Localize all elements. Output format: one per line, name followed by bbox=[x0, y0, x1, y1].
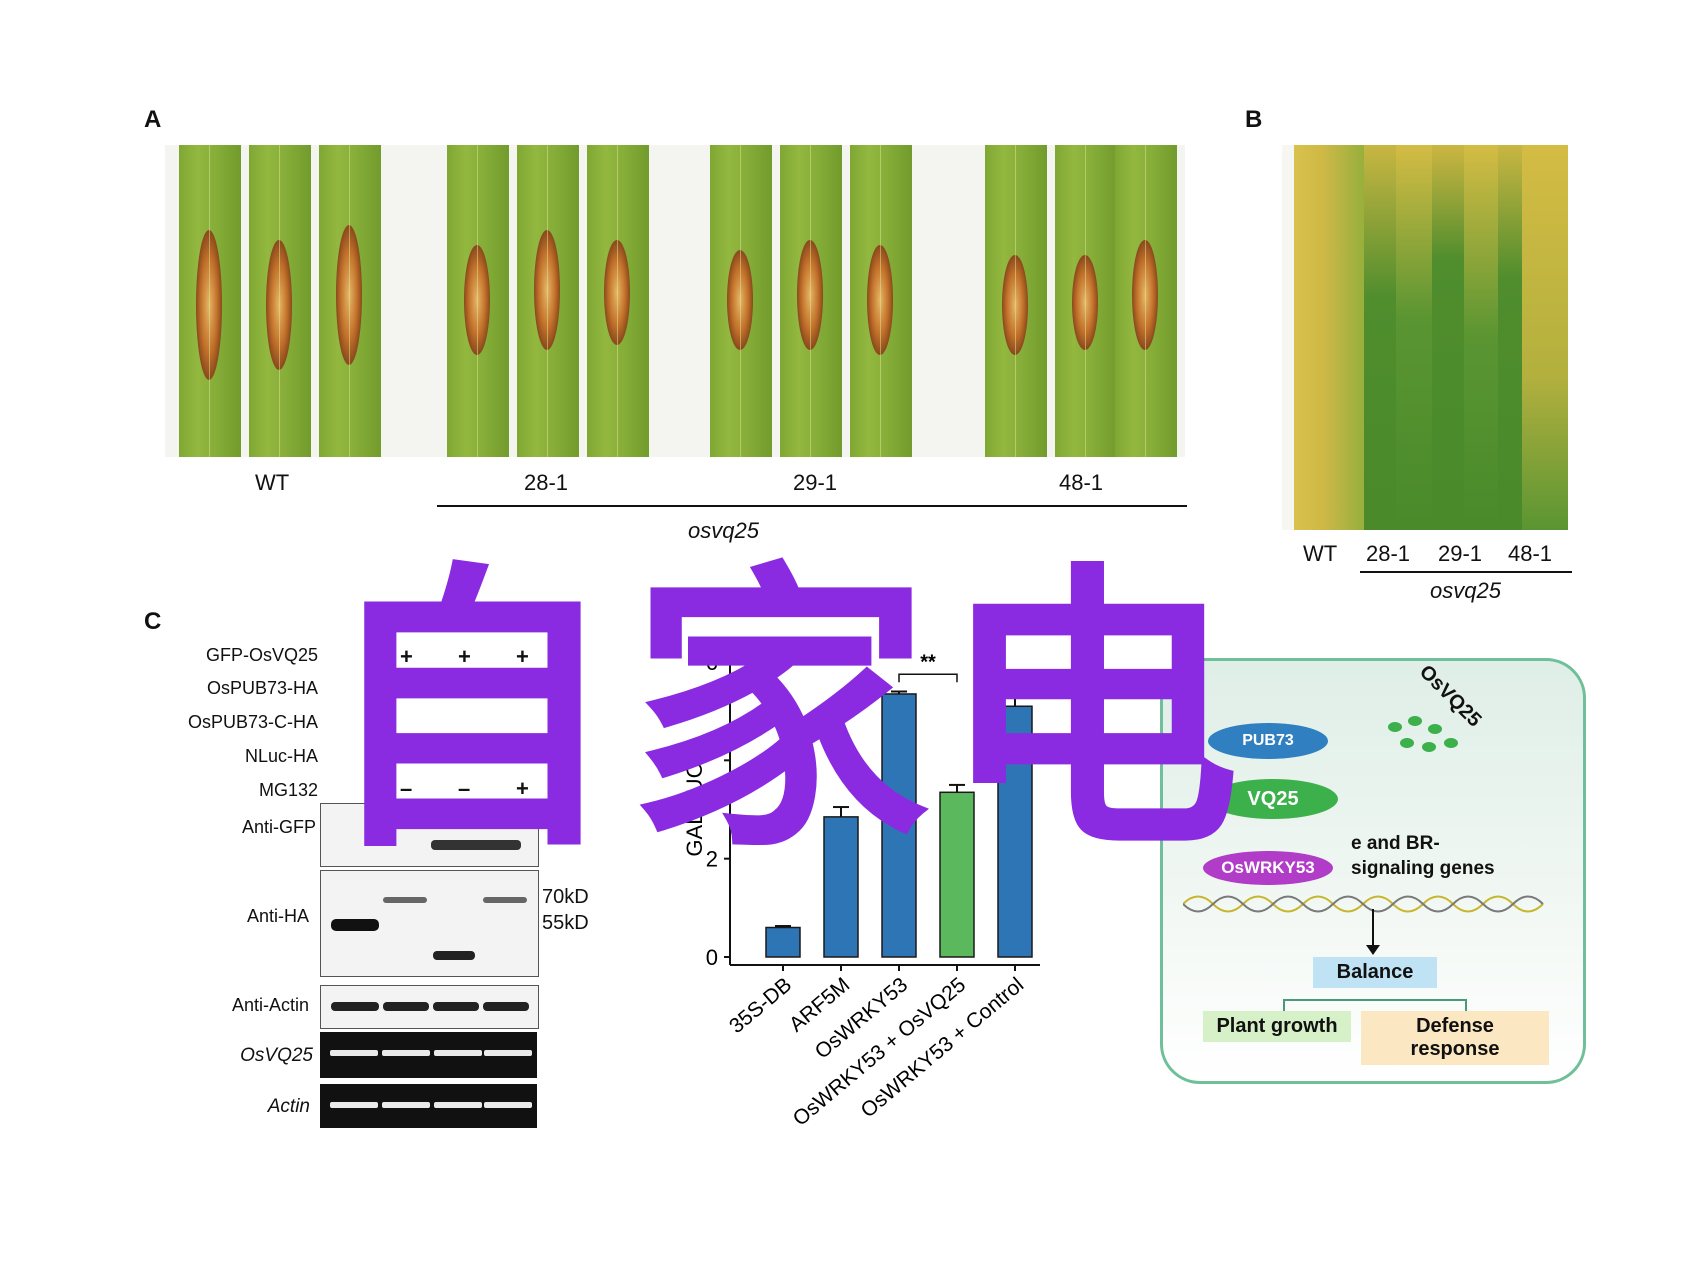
balance-bracket bbox=[1283, 999, 1467, 1013]
ospub73-bubble: PUB73 bbox=[1208, 723, 1328, 759]
blot-anti-gfp bbox=[320, 803, 539, 867]
blot-label-anti-gfp: Anti-GFP bbox=[241, 817, 316, 837]
blot-label-anti-actin: Anti-Actin bbox=[231, 995, 309, 1015]
panel-b-genotype-line bbox=[1360, 571, 1572, 573]
leaf bbox=[1324, 145, 1370, 530]
panel-e-model-diagram: OsVQ25 PUB73 VQ25 OsWRKY53 e and BR- sig… bbox=[1160, 658, 1586, 1084]
panel-b-label: 28-1 bbox=[1366, 541, 1411, 566]
row-label: NLuc-HA bbox=[244, 746, 318, 766]
sign: – bbox=[400, 742, 413, 767]
leaf bbox=[179, 145, 241, 457]
significance-label: ** bbox=[920, 651, 936, 673]
panel-b-leaf-photo bbox=[1282, 145, 1568, 530]
bar bbox=[765, 926, 801, 958]
sign: – bbox=[516, 742, 529, 767]
panel-a-label: WT bbox=[255, 470, 290, 495]
y-axis-label: GAL/LUC bbox=[682, 762, 707, 856]
row-label: OsPUB73-C-HA bbox=[187, 712, 318, 732]
y-tick-label: 0 bbox=[706, 945, 718, 970]
dna-helix bbox=[1183, 895, 1544, 913]
leaf bbox=[1055, 145, 1117, 457]
panel-b-label: 48-1 bbox=[1508, 541, 1553, 566]
bar bbox=[939, 791, 975, 958]
row-label: GFP-OsVQ25 bbox=[205, 645, 318, 665]
sign: + bbox=[516, 644, 529, 669]
leaf bbox=[249, 145, 311, 457]
leaf bbox=[1115, 145, 1177, 457]
significance-bracket bbox=[898, 673, 958, 683]
panel-a-label: 28-1 bbox=[524, 470, 569, 495]
y-tick-label: 2 bbox=[706, 847, 718, 872]
pcr-actin bbox=[320, 1084, 537, 1128]
panel-b-label: 29-1 bbox=[1438, 541, 1483, 566]
bar bbox=[823, 816, 859, 958]
sign: – bbox=[400, 776, 413, 801]
leaf bbox=[780, 145, 842, 457]
balance-box: Balance bbox=[1313, 957, 1437, 988]
panel-a-label: 29-1 bbox=[793, 470, 838, 495]
leaf bbox=[850, 145, 912, 457]
bar bbox=[881, 693, 917, 958]
leaf bbox=[710, 145, 772, 457]
sign: + bbox=[458, 644, 471, 669]
y-tick-label: 6 bbox=[706, 650, 718, 675]
defense-response-box: Defense response bbox=[1361, 1011, 1549, 1065]
panel-letter-a: A bbox=[144, 106, 162, 133]
leaf bbox=[319, 145, 381, 457]
osvq25-dots bbox=[1388, 716, 1468, 756]
sign: + bbox=[400, 644, 413, 669]
blot-label-anti-ha: Anti-HA bbox=[246, 906, 309, 926]
blot-label-osvq25: OsVQ25 bbox=[240, 1045, 313, 1066]
pcr-osvq25 bbox=[320, 1032, 537, 1078]
blot-label-actin: Actin bbox=[267, 1096, 310, 1117]
plant-growth-box: Plant growth bbox=[1203, 1011, 1351, 1042]
panel-b-genotype: osvq25 bbox=[1430, 578, 1501, 603]
genes-label-1: e and BR- bbox=[1351, 833, 1440, 854]
row-label: MG132 bbox=[258, 780, 318, 800]
oswrky53-bubble: OsWRKY53 bbox=[1203, 851, 1333, 885]
marker-70kd: 70kD bbox=[542, 886, 589, 908]
arrow-down bbox=[1372, 909, 1374, 949]
panel-a-leaf-photo bbox=[165, 145, 1185, 457]
sign: + bbox=[516, 776, 529, 801]
osvq25-bubble: VQ25 bbox=[1208, 779, 1338, 819]
leaf bbox=[985, 145, 1047, 457]
panel-letter-c: C bbox=[144, 608, 162, 635]
panel-a-genotype: osvq25 bbox=[688, 518, 759, 543]
panel-a-label: 48-1 bbox=[1059, 470, 1104, 495]
x-tick-label: 35S-DB bbox=[725, 973, 796, 1038]
leaf bbox=[517, 145, 579, 457]
marker-55kd: 55kD bbox=[542, 912, 589, 934]
watermark-text: 自家电 bbox=[320, 539, 1250, 888]
leaf bbox=[447, 145, 509, 457]
sign: – bbox=[458, 776, 471, 801]
leaf bbox=[587, 145, 649, 457]
blot-anti-actin bbox=[320, 985, 539, 1029]
genes-label-2: signaling genes bbox=[1351, 858, 1495, 879]
panel-a-genotype-line bbox=[437, 505, 1187, 507]
panel-b-label: WT bbox=[1303, 541, 1338, 566]
row-label: OsPUB73-HA bbox=[206, 678, 318, 698]
leaf bbox=[1522, 145, 1568, 530]
panel-letter-b: B bbox=[1245, 106, 1263, 133]
blot-anti-ha bbox=[320, 870, 539, 977]
sign: – bbox=[458, 742, 471, 767]
panel-letter-d: D bbox=[665, 608, 683, 635]
